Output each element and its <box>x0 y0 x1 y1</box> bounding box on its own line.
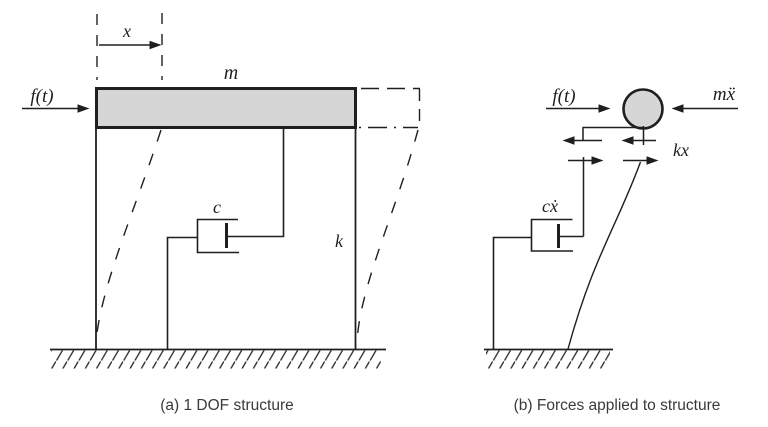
displacement-label: x <box>122 21 131 41</box>
damper-housing-a <box>196 218 239 254</box>
inertia-force-label: mẍ <box>713 84 736 105</box>
panel-a-structure-diagram: x f(t) m k c (a) 1 DOF structure <box>22 13 421 414</box>
ground-hatching-a <box>51 350 381 369</box>
deflected-right-column <box>356 129 419 341</box>
ground-hatching-b <box>486 350 610 369</box>
force-transfer-bracket <box>582 126 645 145</box>
damper-force-label: cẋ <box>542 196 558 216</box>
mass-beam <box>95 87 357 129</box>
damper-support-column <box>166 236 198 349</box>
damper-label-a: c <box>213 197 221 217</box>
caption-panel-b: (b) Forces applied to structure <box>514 397 721 414</box>
spring-force-label: kx <box>673 140 689 160</box>
deflected-column-b <box>567 161 642 350</box>
damper-rod-riser <box>558 157 585 238</box>
panel-b-forces-diagram: f(t) mẍ kx cẋ (b) Forces applied to stru… <box>484 84 738 414</box>
deflected-left-column <box>95 129 162 341</box>
damper-housing-b <box>530 218 573 252</box>
applied-force-label-a: f(t) <box>30 86 53 107</box>
stiffness-label: k <box>335 231 344 251</box>
mass-label: m <box>224 62 238 84</box>
damper-support-column-b <box>492 236 532 349</box>
damper-rod-to-beam <box>226 127 285 238</box>
mass-node <box>622 88 664 130</box>
applied-force-label-b: f(t) <box>552 86 575 107</box>
caption-panel-a: (a) 1 DOF structure <box>160 397 294 414</box>
